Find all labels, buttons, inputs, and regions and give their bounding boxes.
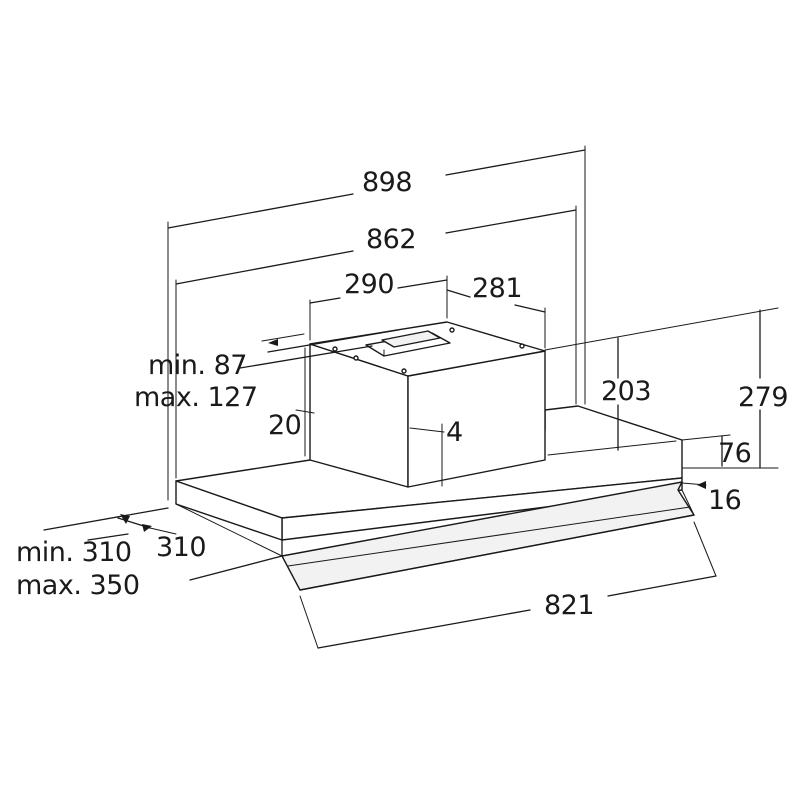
dim-label-max-350: max. 350 [16, 570, 140, 601]
screw-dot [332, 346, 338, 352]
dim-line-310-right [149, 527, 177, 535]
dim-line-20-tick [295, 409, 315, 414]
dim-label-310: 310 [156, 532, 206, 563]
dim-line-depth-bottom [189, 555, 283, 581]
dim-label-281: 281 [472, 273, 522, 304]
dim-label-4: 4 [446, 417, 463, 448]
dim-line-821-right [607, 575, 717, 597]
slide-inner-edge [287, 506, 691, 567]
slide-right-edge [681, 489, 695, 516]
dim-label-898: 898 [362, 167, 412, 198]
dim-line-4-tick [409, 427, 445, 433]
screw-dot [353, 355, 359, 361]
dim-label-min-310: min. 310 [16, 537, 132, 568]
ext-line-821-right [693, 521, 717, 577]
dim-label-862: 862 [366, 224, 416, 255]
outlet-collar-inner [381, 330, 441, 348]
arrow-87 [268, 339, 278, 346]
dim-line-862-right [445, 209, 577, 234]
dim-label-76: 76 [718, 438, 751, 469]
dim-label-821: 821 [544, 590, 594, 621]
dim-label-290: 290 [344, 269, 394, 300]
dim-label-279: 279 [738, 382, 788, 413]
dim-label-16: 16 [708, 485, 741, 516]
dim-line-87-lower [239, 345, 373, 369]
arrow-depth-2 [142, 524, 152, 532]
dim-line-281-left [446, 289, 471, 298]
dim-label-203: 203 [601, 376, 651, 407]
dim-line-862-left [175, 250, 354, 285]
ext-line-821-left [299, 595, 319, 649]
dim-line-depth-top [43, 507, 169, 531]
dim-line-87-upper [267, 329, 399, 353]
dim-line-depth-left [87, 533, 129, 541]
ext-line-top-right [544, 307, 779, 351]
front-slide-panel [281, 481, 695, 591]
slide-bottom-edge [299, 514, 695, 591]
dim-label-min-87: min. 87 [148, 350, 247, 381]
base-underside-edge [175, 503, 283, 557]
base-rim-line [547, 440, 677, 456]
dim-line-898-left [167, 193, 354, 229]
arrow-16 [697, 481, 706, 489]
dim-line-821-left [317, 609, 531, 649]
dim-line-290-right [397, 279, 448, 289]
dim-line-898-right [445, 149, 586, 176]
dim-line-87-tick [261, 333, 305, 342]
dim-label-max-127: max. 127 [134, 382, 258, 413]
dim-label-20: 20 [268, 410, 301, 441]
arrow-depth-1 [120, 514, 130, 524]
screw-dot [519, 343, 525, 349]
screw-dot [401, 368, 407, 374]
dim-line-281-right [514, 304, 546, 313]
dim-line-290-left [309, 297, 341, 304]
screw-dot [449, 327, 455, 333]
